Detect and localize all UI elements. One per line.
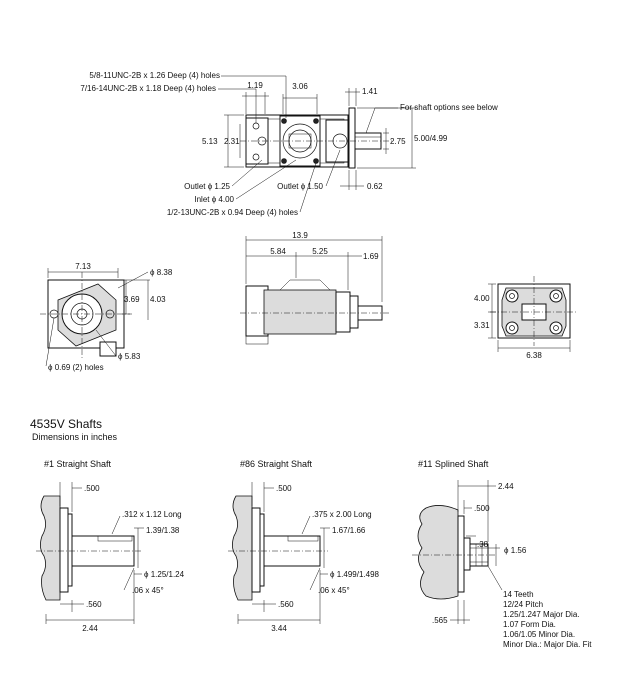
dim-5-84: 5.84: [270, 247, 286, 256]
dim-0-62: 0.62: [367, 182, 383, 191]
shaft-11-dim-500: .500: [474, 504, 490, 513]
dim-5-00: 5.00/4.99: [414, 134, 448, 143]
dim-7-13: 7.13: [75, 262, 91, 271]
dia-8-38: ϕ 8.38: [150, 268, 173, 277]
outlet-1-25-label: Outlet ϕ 1.25: [184, 182, 230, 191]
dim-6-38: 6.38: [526, 351, 542, 360]
shaft-86-dim-560: .560: [278, 600, 294, 609]
mounting-holes-label: ϕ 0.69 (2) holes: [48, 363, 104, 372]
shaft-11-spec-5: 1.06/1.05 Minor Dia.: [503, 630, 575, 639]
dim-2-75: 2.75: [390, 137, 406, 146]
dim-2-31: 2.31: [224, 137, 240, 146]
shaft-11-title: #11 Splined Shaft: [418, 459, 489, 469]
shaft-11-spec-3: 1.25/1.247 Major Dia.: [503, 610, 580, 619]
side-view-housing: [263, 289, 337, 335]
shaft-86-title: #86 Straight Shaft: [240, 459, 313, 469]
shaft-86-dia: ϕ 1.499/1.498: [330, 570, 380, 579]
shaft-1-dia: ϕ 1.25/1.24: [144, 570, 185, 579]
shaft-86-dim-500: .500: [276, 484, 292, 493]
dim-13-9: 13.9: [292, 231, 308, 240]
dim-1-19: 1.19: [247, 81, 263, 90]
side-view: 13.9 5.84 5.25 1.69: [240, 231, 390, 345]
shaft-1-dim-500: .500: [84, 484, 100, 493]
left-end-view: 7.13 ϕ 8.38 3.69 4.03 ϕ 5.83 ϕ 0.69 (2) …: [40, 262, 173, 372]
shaft-11-spec-2: 12/24 Pitch: [503, 600, 543, 609]
shafts-title: 4535V Shafts: [30, 417, 102, 431]
dim-3-69: 3.69: [124, 295, 140, 304]
dim-3-31: 3.31: [474, 321, 490, 330]
side-view-flange: [349, 295, 359, 329]
shaft-86-flange: [259, 513, 265, 587]
dim-3-06: 3.06: [292, 82, 308, 91]
top-view-mount-flange: [348, 107, 356, 169]
shaft-1-housing: [40, 495, 61, 601]
shaft-1-dim-244: 2.44: [82, 624, 98, 633]
shaft-11-housing: [417, 505, 459, 600]
shaft-86-drawing: #86 Straight Shaft .500 .375 x 2.00 Long…: [228, 459, 380, 633]
callout-12-holes: 1/2-13UNC-2B x 0.94 Deep (4) holes: [167, 208, 298, 217]
shaft-1-chamfer: .06 x 45°: [132, 586, 164, 595]
shaft-1-drawing: #1 Straight Shaft .500 .312 x 1.12 Long …: [36, 459, 185, 633]
shaft-1-key-dia: 1.39/1.38: [146, 526, 180, 535]
top-view: 5/8-11UNC-2B x 1.26 Deep (4) holes 7/16-…: [80, 71, 498, 217]
callout-58-holes: 5/8-11UNC-2B x 1.26 Deep (4) holes: [89, 71, 220, 80]
dim-1-41: 1.41: [362, 87, 378, 96]
shaft-86-key: .375 x 2.00 Long: [312, 510, 372, 519]
shaft-options-note: For shaft options see below: [400, 103, 498, 112]
shaft-11-spec-6: Minor Dia.: Major Dia. Fit: [503, 640, 592, 649]
dim-1-69: 1.69: [363, 252, 379, 261]
shaft-86-chamfer: .06 x 45°: [318, 586, 350, 595]
shafts-subtitle: Dimensions in inches: [32, 432, 118, 442]
dim-5-13: 5.13: [202, 137, 218, 146]
dim-4-00: 4.00: [474, 294, 490, 303]
shaft-1-key: .312 x 1.12 Long: [122, 510, 182, 519]
shaft-1-flange: [67, 513, 73, 587]
shaft-1-title: #1 Straight Shaft: [44, 459, 112, 469]
inlet-4-00-label: Inlet ϕ 4.00: [194, 195, 234, 204]
shaft-11-spec-1: 14 Teeth: [503, 590, 534, 599]
shaft-11-dim-38: .38: [477, 540, 489, 549]
shaft-11-drawing: #11 Splined Shaft 2.44 .500 .38 ϕ 1.56 .…: [412, 459, 592, 649]
shaft-11-spec-4: 1.07 Form Dia.: [503, 620, 556, 629]
shaft-11-dim-244: 2.44: [498, 482, 514, 491]
shaft-11-dim-565: .565: [432, 616, 448, 625]
dim-5-25: 5.25: [312, 247, 328, 256]
right-end-view: 4.00 3.31 6.38: [474, 276, 578, 360]
shaft-86-key-dia: 1.67/1.66: [332, 526, 366, 535]
callout-716-holes: 7/16-14UNC-2B x 1.18 Deep (4) holes: [80, 84, 216, 93]
shaft-1-keyway: [97, 535, 133, 542]
outlet-1-50-label: Outlet ϕ 1.50: [277, 182, 323, 191]
shaft-11-dia: ϕ 1.56: [504, 546, 527, 555]
shaft-86-keyway: [287, 535, 319, 542]
dia-5-83: ϕ 5.83: [118, 352, 141, 361]
shaft-86-dim-344: 3.44: [271, 624, 287, 633]
shaft-86-housing: [232, 495, 253, 601]
shaft-11-flange: [463, 537, 471, 571]
dim-4-03: 4.03: [150, 295, 166, 304]
shaft-1-dim-560: .560: [86, 600, 102, 609]
